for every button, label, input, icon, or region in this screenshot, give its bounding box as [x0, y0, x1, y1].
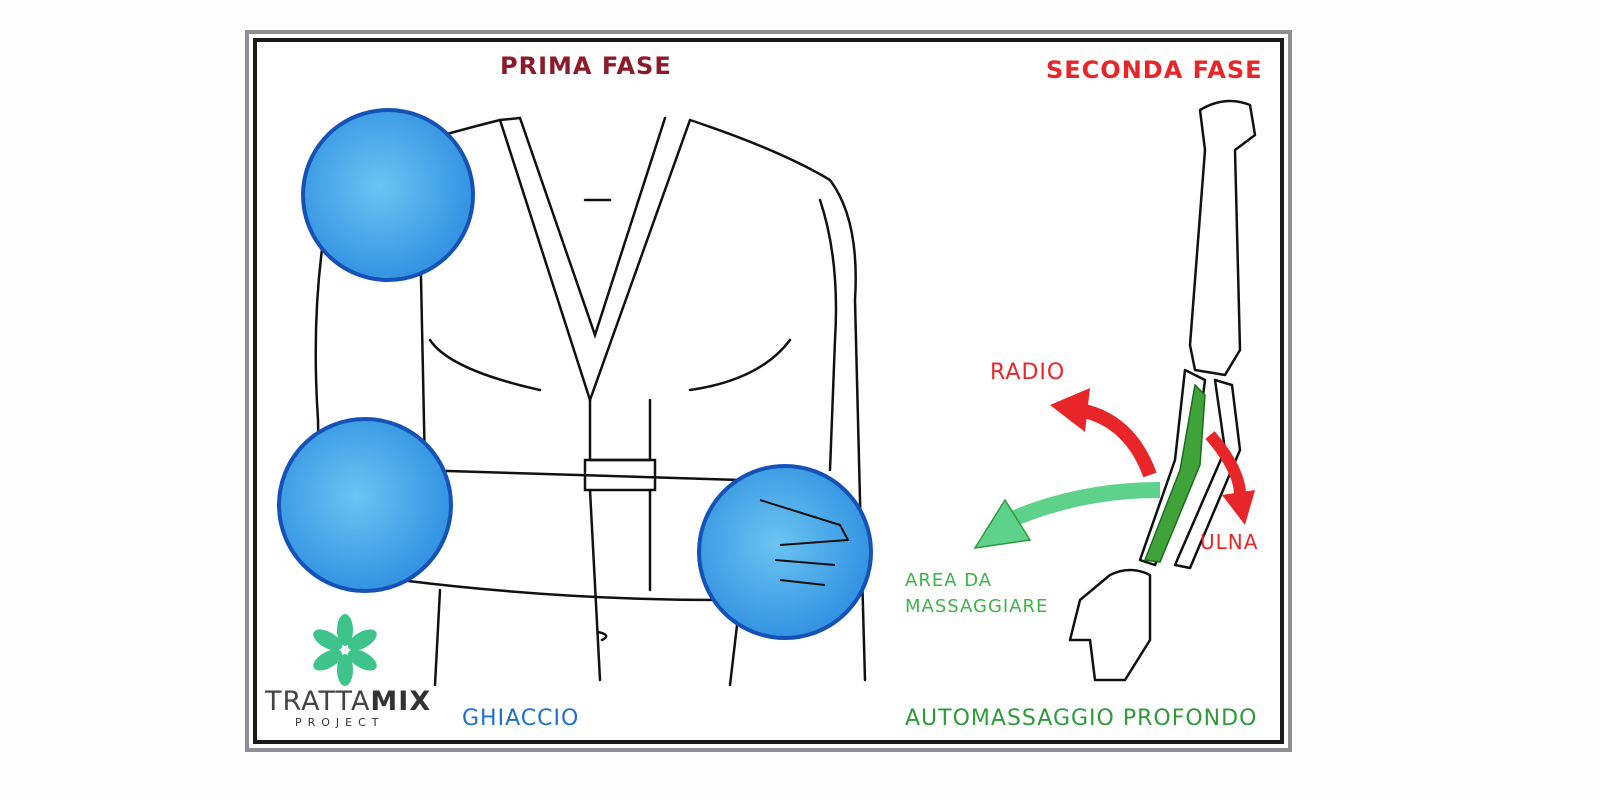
- trattamix-logo-icon: [313, 614, 377, 686]
- logo-name-light: TRATTA: [265, 686, 371, 717]
- logo-subtitle: PROJECT: [295, 716, 385, 729]
- ice-pack-shoulder: [301, 108, 475, 282]
- massage-area: [1143, 383, 1206, 563]
- body-outline: [314, 116, 867, 687]
- ice-pack-wrist: [697, 464, 873, 640]
- first-phase-title: PRIMA FASE: [500, 52, 672, 80]
- radius-label: RADIO: [990, 360, 1066, 385]
- arm-bones: [1068, 99, 1257, 682]
- logo-wordmark: TRATTAMIX: [265, 686, 431, 717]
- self-massage-caption: AUTOMASSAGGIO PROFONDO: [905, 706, 1258, 731]
- ice-pack-elbow: [277, 417, 453, 593]
- massage-area-label-line2: MASSAGGIARE: [905, 596, 1049, 617]
- ice-caption: GHIACCIO: [462, 706, 580, 731]
- massage-area-label: AREA DA MASSAGGIARE: [905, 568, 1048, 620]
- radius-arrow: [1050, 388, 1157, 478]
- inner-border: [253, 38, 1284, 744]
- massage-area-label-line1: AREA DA: [905, 570, 993, 591]
- ulna-arrow: [1205, 431, 1255, 525]
- second-phase-title: SECONDA FASE: [1046, 56, 1263, 84]
- ulna-label: ULNA: [1200, 530, 1259, 554]
- massage-arrow: [973, 482, 1161, 549]
- logo-name-bold: MIX: [370, 686, 432, 717]
